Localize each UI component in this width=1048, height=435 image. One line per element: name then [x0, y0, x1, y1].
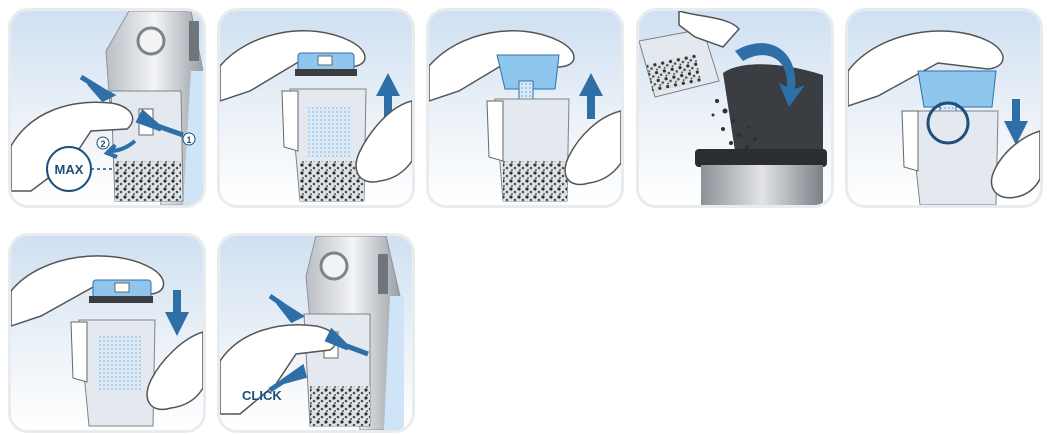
step-1-illustration: 1 2 MAX [11, 11, 203, 205]
filter-icon [89, 280, 153, 303]
step-6-panel [8, 233, 206, 433]
step-6-illustration [11, 236, 203, 430]
step-3-illustration [429, 11, 621, 205]
step-2-illustration [220, 11, 412, 205]
filter-icon [295, 53, 357, 76]
step-3-panel [426, 8, 624, 208]
step-7-illustration: CLICK [220, 236, 412, 430]
step-number-2: 2 [100, 139, 105, 149]
step-number-1: 1 [186, 135, 191, 145]
step-5-panel [845, 8, 1043, 208]
step-2-panel [217, 8, 415, 208]
max-label: MAX [55, 162, 84, 177]
step-1-panel: 1 2 MAX [8, 8, 206, 208]
step-5-illustration [848, 11, 1040, 205]
step-4-illustration [639, 11, 831, 205]
step-7-panel: CLICK [217, 233, 415, 433]
click-label: CLICK [242, 388, 282, 403]
step-4-panel [636, 8, 834, 208]
